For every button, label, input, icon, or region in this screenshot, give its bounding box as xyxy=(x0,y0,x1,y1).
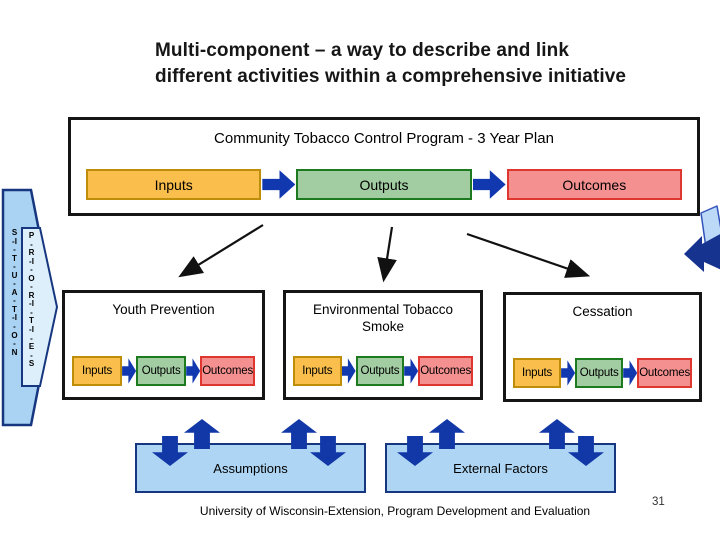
component-title: Youth Prevention xyxy=(112,302,215,317)
inputs-box: Inputs xyxy=(513,358,562,388)
component-flow-row: Inputs Outputs Outcomes xyxy=(72,356,255,386)
assumptions-label: Assumptions xyxy=(213,460,288,476)
component-title: Environmental Tobacco Smoke xyxy=(312,302,454,334)
outcomes-box: Outcomes xyxy=(418,356,473,386)
footer-credit: University of Wisconsin-Extension, Progr… xyxy=(199,504,591,518)
program-outcomes-box: Outcomes xyxy=(506,169,682,200)
outputs-box: Outputs xyxy=(355,356,405,386)
external-factors-panel: External Factors xyxy=(385,443,616,493)
program-title: Community Tobacco Control Program - 3 Ye… xyxy=(214,130,554,147)
flow-arrow-icon xyxy=(472,170,506,199)
connector-arrow-left xyxy=(178,224,264,278)
corner-ribbon-icon xyxy=(700,205,720,249)
outputs-box: Outputs xyxy=(575,358,624,388)
outcomes-box: Outcomes xyxy=(200,356,255,386)
corner-arrow-icon xyxy=(684,234,720,272)
flow-arrow-icon xyxy=(262,170,296,199)
flow-arrow-icon xyxy=(561,360,576,386)
priorities-label: P-R-I-O-R-I-T-I-E-S xyxy=(28,231,35,369)
flow-arrow-icon xyxy=(122,358,137,384)
component-box-environmental-tobacco-smoke: Environmental Tobacco Smoke Inputs Outpu… xyxy=(283,290,483,400)
flow-arrow-icon xyxy=(186,358,201,384)
component-flow-row: Inputs Outputs Outcomes xyxy=(293,356,473,386)
inputs-box: Inputs xyxy=(72,356,123,386)
program-flow-row: Inputs Outputs Outcomes xyxy=(86,169,682,200)
flow-arrow-icon xyxy=(341,358,356,384)
program-outputs-box: Outputs xyxy=(296,169,472,200)
page-number: 31 xyxy=(652,496,665,508)
outcomes-box: Outcomes xyxy=(637,358,692,388)
outputs-box: Outputs xyxy=(136,356,187,386)
slide-title: Multi-component – a way to describe and … xyxy=(155,40,627,87)
program-inputs-box: Inputs xyxy=(86,169,262,200)
connector-arrow-right xyxy=(466,232,591,278)
situation-label: S-I-T-U-A-T-I-O-N xyxy=(11,228,18,357)
component-box-youth-prevention: Youth Prevention Inputs Outputs Outcomes xyxy=(62,290,265,400)
inputs-box: Inputs xyxy=(293,356,342,386)
component-title: Cessation xyxy=(572,304,633,319)
flow-arrow-icon xyxy=(623,360,638,386)
program-box: Community Tobacco Control Program - 3 Ye… xyxy=(68,117,700,216)
connector-arrow-middle xyxy=(377,226,397,283)
external-factors-label: External Factors xyxy=(453,460,548,476)
component-flow-row: Inputs Outputs Outcomes xyxy=(513,358,692,388)
component-box-cessation: Cessation Inputs Outputs Outcomes xyxy=(503,292,702,402)
flow-arrow-icon xyxy=(404,358,419,384)
